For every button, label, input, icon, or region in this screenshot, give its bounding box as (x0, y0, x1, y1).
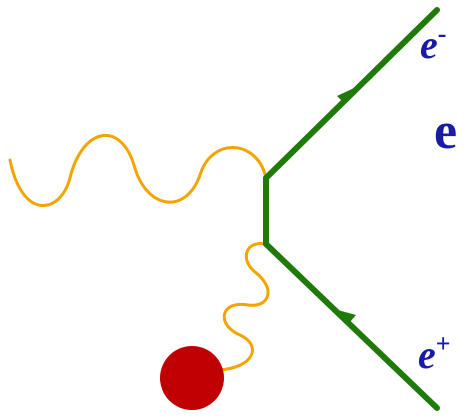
vertex-label: e (434, 103, 457, 160)
positron-label-sup: + (436, 329, 451, 358)
positron-label-base: e (418, 332, 436, 377)
positron-direction-arrow (334, 309, 356, 322)
source-blob (160, 346, 224, 410)
electron-line (263, 7, 440, 181)
electron-label-base: e (420, 22, 438, 67)
electron-label-sup: - (438, 19, 447, 48)
incoming-photon-line (8, 134, 268, 207)
positron-line (263, 241, 440, 411)
positron-label: e+ (418, 329, 451, 377)
virtual-photon-line (216, 242, 270, 372)
electron-direction-arrow (337, 88, 354, 103)
electron-label: e- (420, 19, 446, 67)
